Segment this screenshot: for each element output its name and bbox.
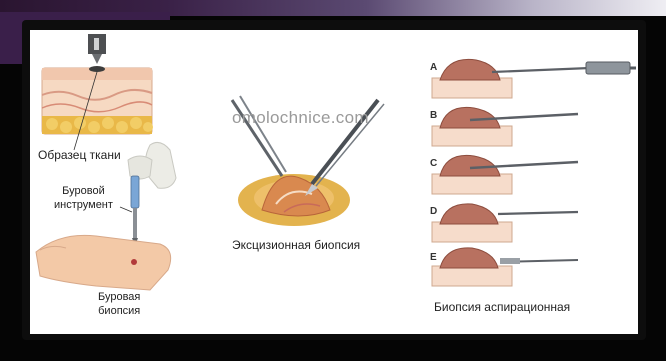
label-punch-tool: Буровой инструмент: [54, 184, 113, 212]
punch-tool-top: [88, 34, 106, 72]
excision-wound: [238, 174, 350, 226]
label-excisional-biopsy: Эксцизионная биопсия: [232, 238, 360, 252]
watermark: omolochnice.com: [232, 108, 369, 128]
stage-letter-c: C: [430, 158, 437, 169]
stage-letter-a: A: [430, 62, 437, 73]
stage-letter-b: B: [430, 110, 437, 121]
label-tissue-sample: Образец ткани: [38, 148, 121, 162]
label-punch-biopsy: Буровая биопсия: [98, 290, 140, 318]
fat-layer: [42, 116, 153, 134]
stage-b: [432, 107, 578, 146]
label-aspiration-biopsy: Биопсия аспирационная: [434, 300, 570, 314]
stage-a: [432, 59, 636, 98]
skin-cross-section: [42, 68, 153, 134]
stage-d: [432, 204, 578, 242]
forearm: [36, 235, 171, 290]
stage-letter-e: E: [430, 252, 437, 263]
aspiration-stages: [432, 59, 636, 286]
punch-instrument: [131, 176, 139, 246]
stage-c: [432, 155, 578, 194]
punch-tool-pointer: [120, 207, 132, 212]
stage-e: [432, 248, 578, 286]
stage-letter-d: D: [430, 206, 437, 217]
